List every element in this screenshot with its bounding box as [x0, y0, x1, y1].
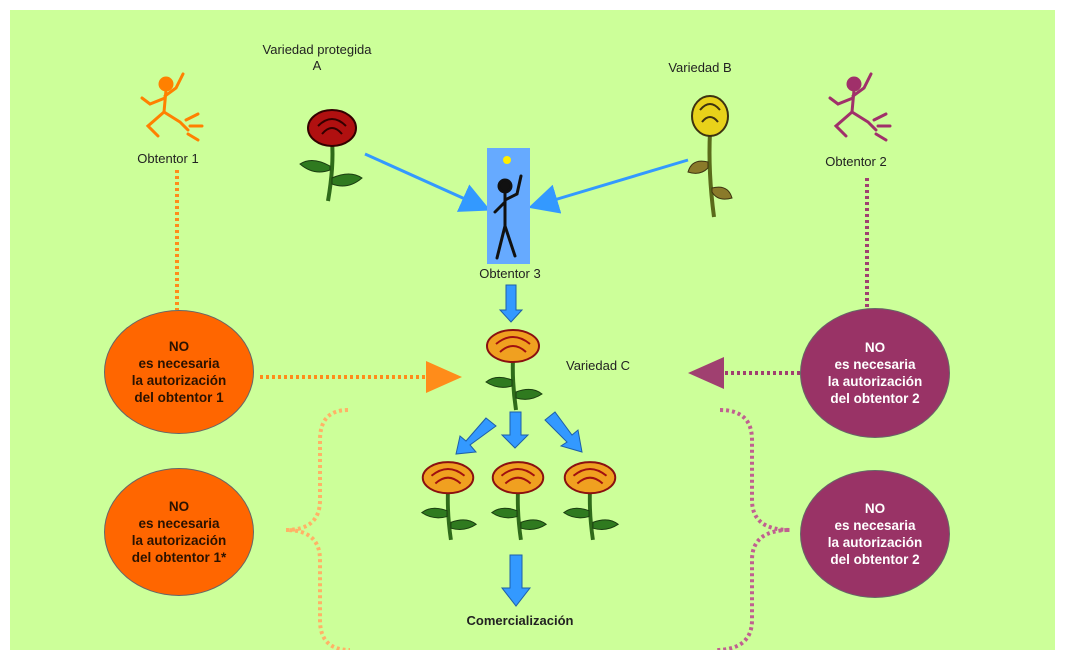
- commercialization-label: Comercialización: [466, 613, 574, 628]
- circle-right-top-line-3: la autorización: [827, 374, 923, 389]
- connectors-layer: [175, 152, 869, 650]
- circle-right-top-line-1: NO: [864, 340, 886, 355]
- breeder-3-icon: [493, 156, 523, 260]
- breeder-1-icon: [140, 72, 204, 142]
- circle-right-bottom-line-4: del obtentor 2: [830, 552, 920, 567]
- breeder-2-label: Obtentor 2: [825, 154, 887, 169]
- circle-right-bottom-line-1: NO: [864, 501, 886, 516]
- circle-right-top: NO es necesaria la autorización del obte…: [800, 308, 950, 438]
- variety-a-text: Variedad protegida A: [262, 42, 372, 73]
- variety-a-label: Variedad protegida A: [262, 42, 372, 74]
- rose-copy-1-icon: [420, 461, 477, 541]
- circle-left-bottom-line-2: es necesaria: [138, 516, 220, 531]
- diagram-canvas: Obtentor 1 Obtentor 2 Variedad protegida…: [10, 10, 1055, 650]
- arrow-b-to-breeder3: [528, 158, 689, 214]
- yellow-rose-icon: [687, 95, 733, 218]
- breeder-2-icon: [828, 72, 892, 142]
- circle-left-top-line-1: NO: [168, 339, 190, 354]
- rose-c-icon: [485, 329, 543, 411]
- circle-left-top-line-3: la autorización: [131, 373, 227, 388]
- circle-right-top-line-2: es necesaria: [834, 357, 916, 372]
- circle-left-top: NO es necesaria la autorización del obte…: [104, 310, 254, 434]
- block-arrow-diag-left: [455, 417, 497, 455]
- left-brace: [285, 408, 351, 650]
- circle-left-top-line-4: del obtentor 1: [134, 390, 224, 405]
- circle-left-bottom-line-3: la autorización: [131, 533, 227, 548]
- red-rose-icon: [299, 109, 363, 202]
- circle-left-bottom-line-4: del obtentor 1*: [131, 550, 227, 565]
- variety-c-label: Variedad C: [566, 358, 631, 373]
- rose-copy-3-icon: [562, 461, 619, 541]
- variety-b-label: Variedad B: [668, 60, 732, 75]
- circle-left-top-line-2: es necesaria: [138, 356, 220, 371]
- circle-right-bottom-line-2: es necesaria: [834, 518, 916, 533]
- circle-left-bottom-line-1: NO: [168, 499, 190, 514]
- arrow-a-to-breeder3: [364, 152, 491, 212]
- circle-left-bottom: NO es necesaria la autorización del obte…: [104, 468, 254, 596]
- circle-right-bottom: NO es necesaria la autorización del obte…: [800, 470, 950, 598]
- breeder-3-label: Obtentor 3: [479, 266, 541, 281]
- breeder-3-box: [487, 148, 530, 264]
- circle-right-bottom-line-3: la autorización: [827, 535, 923, 550]
- right-brace: [714, 408, 791, 650]
- block-arrow-down-1: [498, 284, 524, 323]
- block-arrow-down-2: [500, 411, 530, 449]
- breeder-1-label: Obtentor 1: [137, 151, 199, 166]
- rose-copy-2-icon: [490, 461, 547, 541]
- block-arrow-down-3: [500, 554, 532, 607]
- circle-right-top-line-4: del obtentor 2: [830, 391, 920, 406]
- block-arrow-diag-right: [544, 411, 583, 453]
